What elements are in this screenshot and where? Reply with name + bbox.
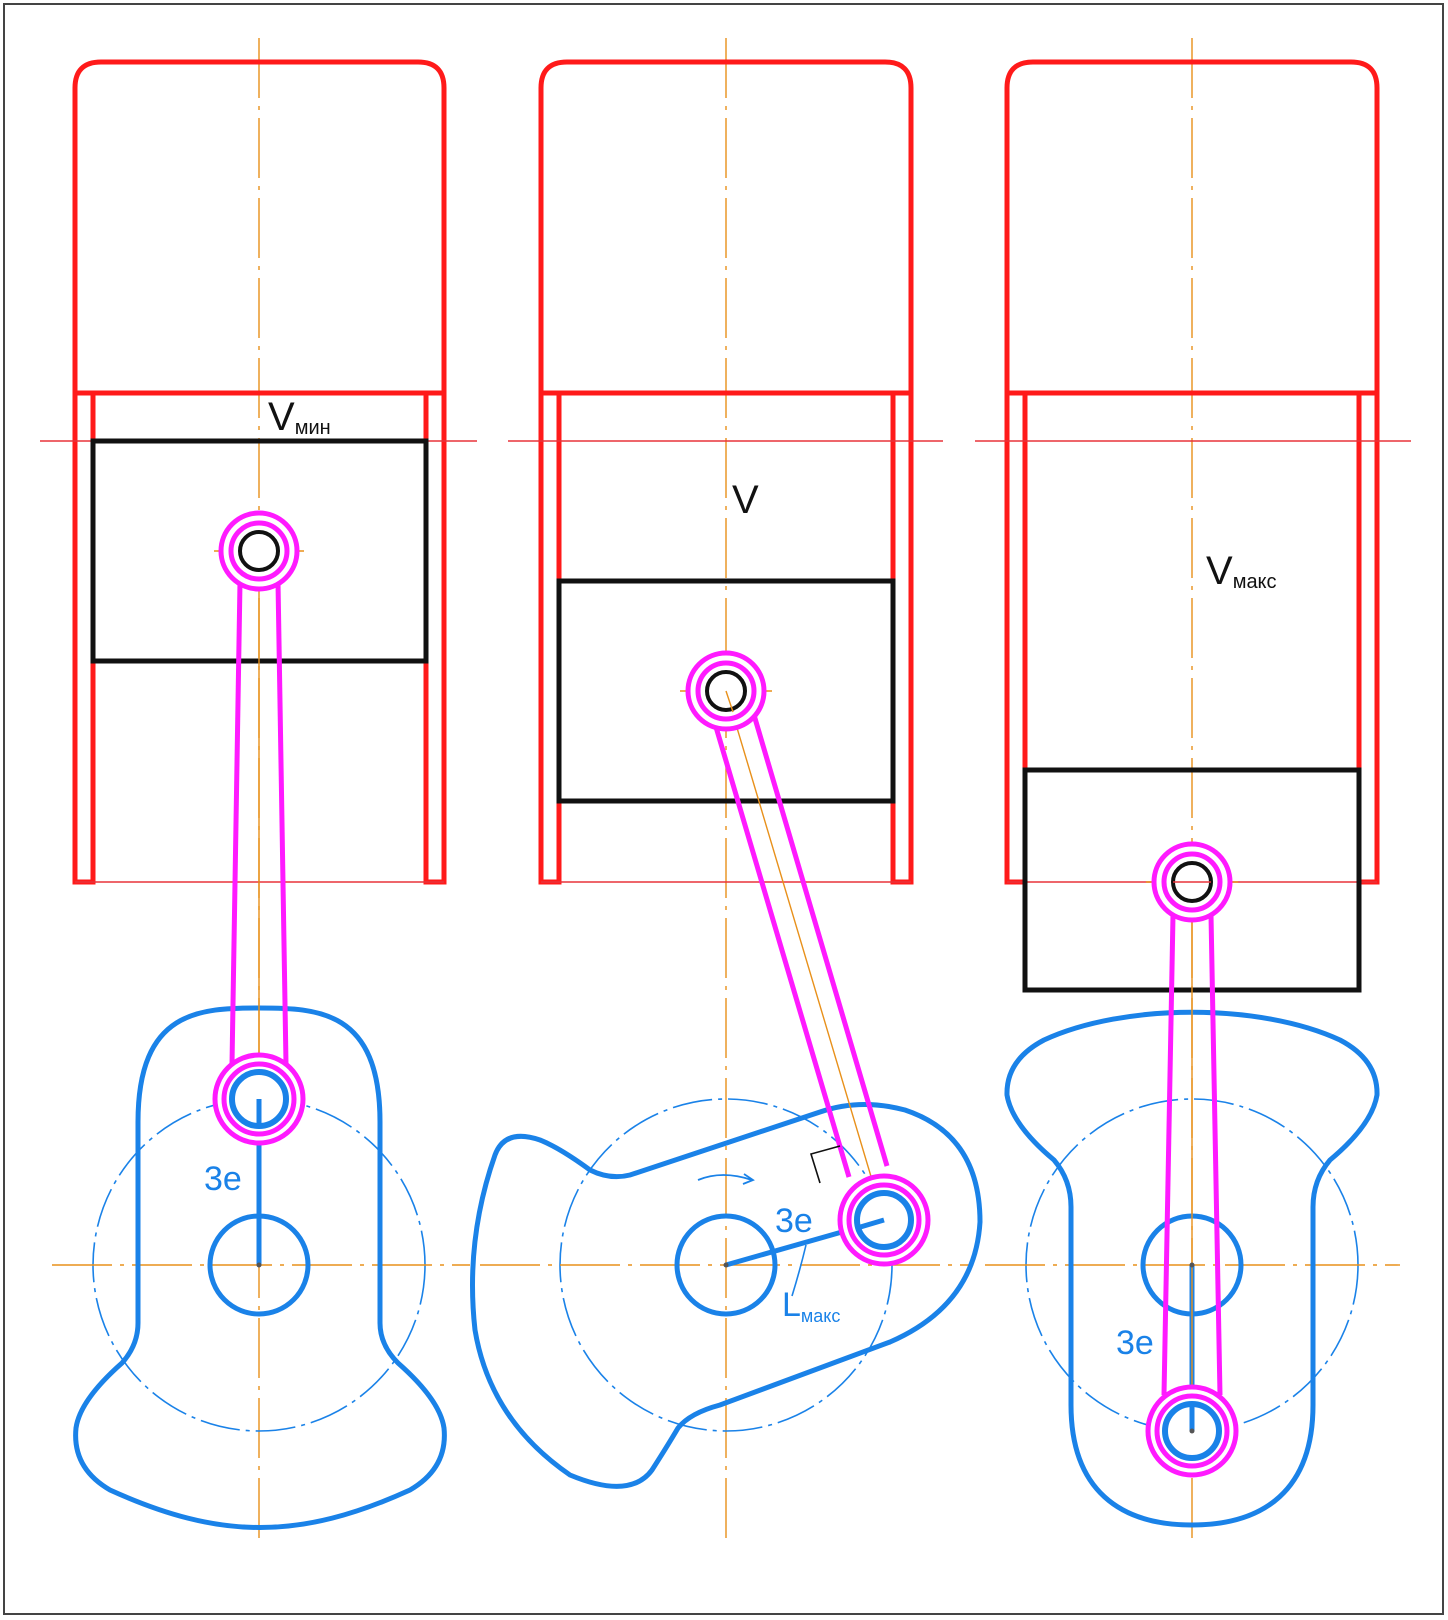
rotation-arrow-head-icon — [742, 1173, 755, 1185]
panel-1-cylinder-head — [72, 59, 447, 393]
panel-1-rod-edge-left — [229, 581, 243, 1065]
panel-2-pin-rod-center — [725, 690, 734, 713]
panel-3-eccentric-label: 3e — [1116, 1324, 1154, 1362]
panel-3-volume-label: Vмакс — [1206, 549, 1277, 593]
panel-2-crank-center-dot — [723, 1262, 729, 1268]
panel-1-crank-center-dot — [256, 1262, 262, 1268]
panel-2-crank-arm-end — [856, 1217, 885, 1231]
panel-2-rod-edge-left — [713, 726, 852, 1178]
panel-3-max-volume: Vмакс 3e — [975, 38, 1411, 1540]
panel-2-length-label: Lмакс — [782, 1286, 840, 1326]
panel-3-cylinder-liner-left — [1004, 393, 1028, 885]
panel-2-eccentric-label: 3e — [775, 1202, 813, 1240]
panel-3-pin-center-dot — [1189, 1428, 1195, 1434]
panel-2-cylinder-liner-right — [890, 393, 914, 885]
panel-1-min-volume: Vмин 3e — [40, 38, 477, 1540]
panel-3-crank-center-dot — [1189, 1262, 1195, 1268]
panel-1-eccentric-label: 3e — [204, 1160, 242, 1198]
panel-2-length-leader — [791, 1244, 807, 1297]
panel-2-volume-label: V — [732, 478, 759, 522]
panel-1-volume-label: Vмин — [268, 395, 331, 439]
panel-3-crank-disk — [1004, 1009, 1380, 1528]
panel-2-crank-disk — [470, 1102, 983, 1489]
panel-3-rod-edge-left — [1161, 914, 1176, 1396]
panel-3-rod-edge-right — [1208, 914, 1223, 1396]
panel-2-mid-volume: V 3e Lмакс — [470, 38, 983, 1540]
panel-1-rod-edge-right — [275, 581, 289, 1065]
panel-2-main-journal — [674, 1213, 778, 1317]
drawing-frame — [3, 3, 1444, 1615]
rotation-arrow-icon — [697, 1174, 753, 1181]
right-angle-icon — [809, 1145, 841, 1184]
panel-1-piston-pin — [238, 530, 280, 572]
panel-2-rod-edge-right — [751, 714, 890, 1167]
panel-1-cylinder-liner-left — [72, 393, 96, 885]
panel-3-cylinder-head — [1004, 59, 1380, 393]
panel-1-cylinder-liner-right — [423, 393, 447, 885]
panel-3-cylinder-liner-right — [1356, 393, 1380, 885]
panel-2-piston — [556, 578, 896, 804]
panel-1-crank-disk — [73, 1005, 447, 1530]
panel-2-rod-center — [725, 690, 885, 1221]
panel-2-cylinder-liner-left — [538, 393, 562, 885]
panel-2-cylinder-head — [538, 59, 914, 393]
